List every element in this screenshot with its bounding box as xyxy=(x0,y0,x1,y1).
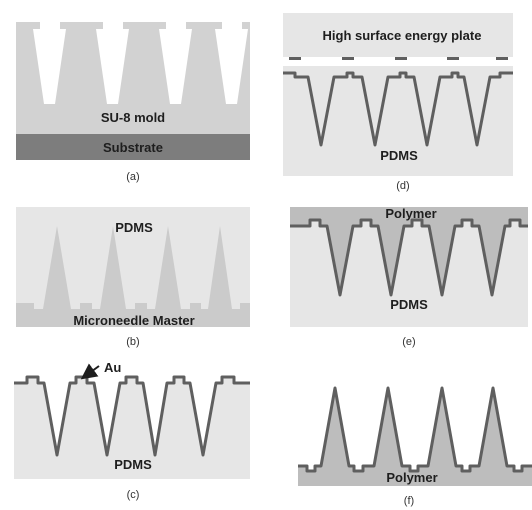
microneedle-master-label: Microneedle Master xyxy=(73,313,194,328)
caption-e: (e) xyxy=(402,336,415,348)
mold-cavity xyxy=(215,22,248,104)
pdms-mold-outline-e xyxy=(290,218,528,297)
caption-a: (a) xyxy=(126,171,139,183)
polymer-label: Polymer xyxy=(386,470,437,485)
au-pad xyxy=(395,57,407,60)
pdms-label: PDMS xyxy=(114,457,152,472)
pdms-body-d xyxy=(283,66,513,176)
substrate-layer xyxy=(16,134,250,160)
caption-c: (c) xyxy=(127,489,140,501)
au-pad xyxy=(289,57,301,60)
panel-c: Au PDMS (c) xyxy=(14,360,250,501)
polymer-label: Polymer xyxy=(385,206,436,221)
pdms-label: PDMS xyxy=(380,148,418,163)
high-surface-energy-plate xyxy=(283,13,513,57)
panel-f: Polymer (f) xyxy=(298,386,532,507)
caption-f: (f) xyxy=(404,495,414,507)
mold-cavity xyxy=(159,22,192,104)
su8-mold-label: SU-8 mold xyxy=(101,110,165,125)
pdms-label: PDMS xyxy=(390,297,428,312)
microneedle-master xyxy=(16,226,250,327)
panel-a: SU-8 mold Substrate (a) xyxy=(16,22,250,183)
polymer-fill xyxy=(290,207,528,295)
high-surface-energy-plate-label: High surface energy plate xyxy=(323,28,482,43)
caption-d: (d) xyxy=(396,180,409,192)
caption-b: (b) xyxy=(126,336,139,348)
pdms-mold-outline-d xyxy=(283,71,513,147)
au-pad xyxy=(342,57,354,60)
au-label: Au xyxy=(104,360,121,375)
panel-e: Polymer PDMS (e) xyxy=(290,206,528,348)
substrate-label: Substrate xyxy=(103,140,163,155)
panel-d: High surface energy plate PDMS (d) xyxy=(283,13,513,192)
pdms-label: PDMS xyxy=(115,220,153,235)
panel-b: PDMS Microneedle Master (b) xyxy=(16,207,250,348)
mold-cavity xyxy=(33,22,66,104)
au-coating-outline xyxy=(14,375,250,457)
pdms-mold-body xyxy=(14,377,250,479)
au-pointer-arrow xyxy=(80,363,100,380)
au-pad xyxy=(496,57,508,60)
mold-cavity xyxy=(96,22,129,104)
au-pad xyxy=(447,57,459,60)
au-coating-outline-f xyxy=(298,386,532,473)
